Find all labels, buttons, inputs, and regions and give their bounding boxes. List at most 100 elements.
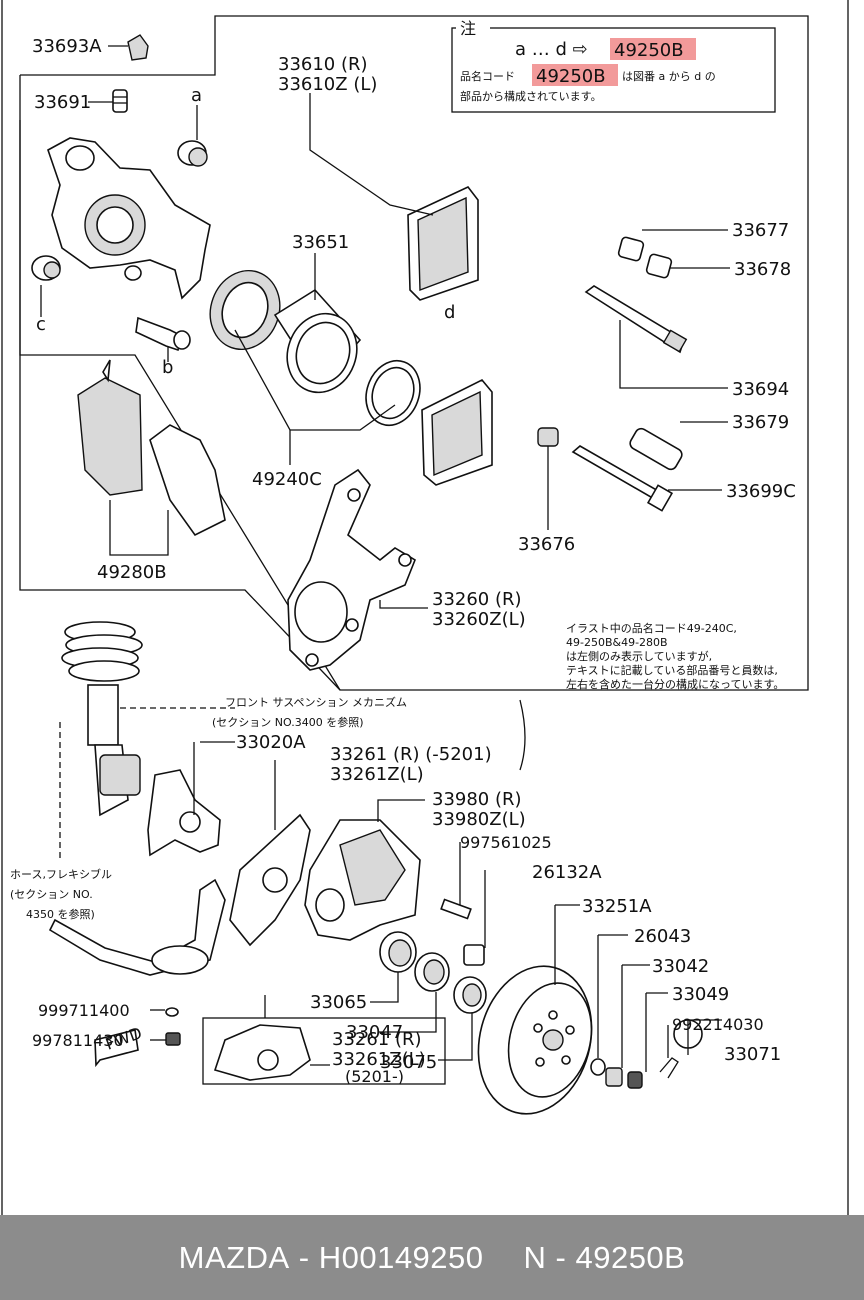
label-33678: 33678 <box>734 259 791 280</box>
brake-pad-upper-d <box>407 186 479 301</box>
label-33071: 33071 <box>724 1044 781 1065</box>
note-head: 注 <box>460 19 476 38</box>
shim-set-49280b <box>77 359 226 537</box>
label-992214030: 992214030 <box>672 1015 764 1034</box>
bolt-26132a <box>463 944 485 966</box>
bushing-c <box>31 255 61 281</box>
bleeder-cap-33693a <box>127 34 149 61</box>
note-line2-code: 49250B <box>536 66 606 87</box>
label-33260z: 33260Z(L) <box>432 609 526 630</box>
note-code: 49250B <box>614 40 684 61</box>
footer-brand: MAZDA <box>178 1239 290 1275</box>
label-33261-bottom: 33261 (R) <box>332 1029 422 1050</box>
label-33651: 33651 <box>292 232 349 253</box>
hose-note-1: ホース,フレキシブル <box>10 867 112 881</box>
label-33980z: 33980Z(L) <box>432 809 526 830</box>
dust-cover-upper <box>229 813 311 947</box>
label-33699c: 33699C <box>726 481 796 502</box>
nut-33042 <box>605 1067 623 1087</box>
lock-nut-33049 <box>627 1071 643 1089</box>
washer-26043 <box>590 1058 606 1076</box>
label-26132a: 26132A <box>532 862 602 883</box>
bleeder-screw-33691 <box>112 89 128 113</box>
strut-spring <box>61 621 143 817</box>
label-33691: 33691 <box>34 92 91 113</box>
label-33677: 33677 <box>732 220 789 241</box>
label-997811430: 997811430 <box>32 1031 124 1050</box>
guide-pin-33694 <box>584 285 688 354</box>
illus-note-2: 49-250B&49-280B <box>566 636 668 649</box>
dust-boot-ring <box>365 359 421 427</box>
dust-cover-lower-33261 <box>202 1017 446 1085</box>
disc-rotor-33251a <box>477 965 593 1115</box>
label-33065: 33065 <box>310 992 367 1013</box>
label-a: a <box>191 85 202 106</box>
nut-999711400 <box>165 1007 179 1017</box>
footer-catalog-number: H00149250 <box>318 1239 484 1275</box>
front-susp-note-2: (セクション NO.3400 を参照) <box>212 715 364 729</box>
caliper-assembly-33980 <box>304 819 421 941</box>
hose-note-3: 4350 を参照) <box>26 907 95 921</box>
bolt-997811430 <box>165 1032 181 1046</box>
label-c: c <box>36 314 46 335</box>
caliper-assembly-boundary <box>19 15 809 691</box>
cap-33676 <box>537 427 559 447</box>
illus-note-1: イラスト中の品名コード49-240C, <box>566 621 737 635</box>
caliper-body <box>47 137 211 300</box>
parts-diagram: 注 a … d ⇨ 49250B 品名コード 49250B は図番 a から d… <box>1 0 849 1215</box>
footer-sep-1: - <box>289 1239 319 1275</box>
label-49280b: 49280B <box>97 562 167 583</box>
bearing-33065 <box>379 931 417 973</box>
guide-bolt-b <box>135 316 191 352</box>
sleeve-33679 <box>629 427 683 471</box>
label-33261z-bottom: 33261Z(L) <box>332 1049 426 1070</box>
label-33676: 33676 <box>518 534 575 555</box>
label-49240c: 49240C <box>252 469 322 490</box>
footer-part-number: N - 49250B <box>523 1239 686 1275</box>
note-code-highlight <box>610 38 696 60</box>
lower-arm <box>48 878 226 976</box>
label-33980: 33980 (R) <box>432 789 522 810</box>
label-33261z-top: 33261Z(L) <box>330 764 424 785</box>
note-range: a … d ⇨ <box>515 39 588 60</box>
brake-pad-lower <box>421 379 493 486</box>
label-33047: 33047 <box>346 1022 403 1043</box>
bolt-33699c <box>571 445 674 512</box>
label-33693a: 33693A <box>32 36 102 57</box>
note-line2-suffix: は図番 a から d の <box>622 70 716 83</box>
footer-bar: MAZDA - H00149250 N - 49250B <box>0 1215 864 1300</box>
mounting-support-33260 <box>287 468 416 671</box>
hose-note-2: (セクション NO. <box>10 888 93 901</box>
bushing-33677 <box>617 236 645 262</box>
illus-note-5: 左右を含めた一台分の構成になっています。 <box>566 677 784 691</box>
label-999711400: 999711400 <box>38 1001 130 1020</box>
note-box: 注 a … d ⇨ 49250B 品名コード 49250B は図番 a から d… <box>451 19 776 113</box>
note-line3: 部品から構成されています。 <box>460 89 602 103</box>
label-33610: 33610 (R) <box>278 54 368 75</box>
seal-33075 <box>453 976 487 1014</box>
note-line2-prefix: 品名コード <box>460 69 515 83</box>
label-33049: 33049 <box>672 984 729 1005</box>
label-5201: (5201-) <box>345 1067 404 1086</box>
cotter-pin-992214030 <box>659 1057 679 1079</box>
bearing-33047 <box>414 952 450 992</box>
bushing-33678 <box>645 253 673 279</box>
leader-lines <box>40 45 730 1072</box>
label-d: d <box>444 302 455 323</box>
illustration-note: イラスト中の品名コード49-240C, 49-250B&49-280B は左側の… <box>566 621 784 691</box>
front-susp-note-1: フロント サスペンション メカニズム <box>225 695 407 709</box>
label-b: b <box>162 357 173 378</box>
piston-33651 <box>273 288 362 394</box>
label-33694: 33694 <box>732 379 789 400</box>
bolt-997561025 <box>440 898 472 920</box>
label-33075: 33075 <box>380 1052 437 1073</box>
label-33261-top: 33261 (R) (-5201) <box>330 744 492 765</box>
label-33260: 33260 (R) <box>432 589 522 610</box>
bushing-a <box>177 140 208 167</box>
illus-note-3: は左側のみ表示していますが, <box>566 649 712 663</box>
knuckle-33020a <box>147 769 221 857</box>
label-33020a: 33020A <box>236 732 306 753</box>
label-33251a: 33251A <box>582 896 652 917</box>
illus-note-4: テキストに記載している部品番号と員数は, <box>566 663 778 677</box>
label-33042: 33042 <box>652 956 709 977</box>
